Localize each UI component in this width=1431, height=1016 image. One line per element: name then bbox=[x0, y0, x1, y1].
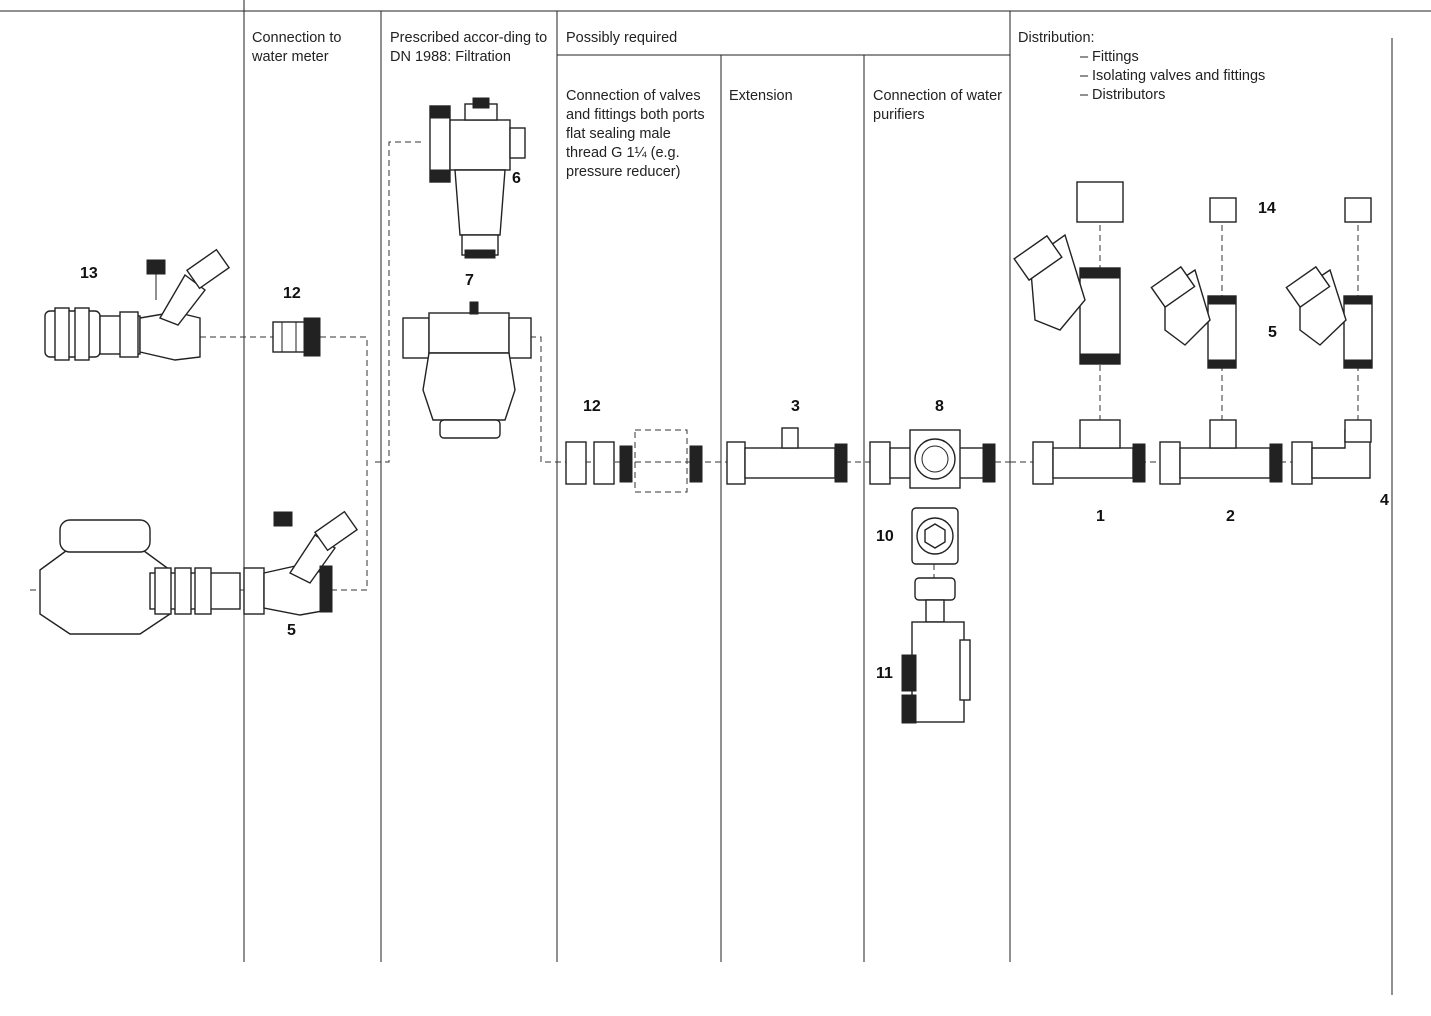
distributor-2-icon bbox=[1159, 419, 1283, 485]
label-7: 7 bbox=[465, 272, 474, 289]
distribution-item: Fittings bbox=[1080, 48, 1388, 67]
water-meter-icon bbox=[39, 519, 241, 635]
header-valve-connection: Connection of valves and fittings both p… bbox=[566, 88, 705, 180]
label-12-meter: 12 bbox=[283, 285, 301, 302]
distributor-4-icon bbox=[1291, 419, 1372, 485]
header-water-meter: Connection to water meter bbox=[252, 30, 342, 65]
header-filtration: Prescribed accor-ding to DN 1988: Filtra… bbox=[390, 30, 548, 65]
valve-13-icon bbox=[44, 248, 231, 361]
table-grid bbox=[0, 0, 1431, 995]
header-possibly-required: Possibly required bbox=[566, 30, 678, 46]
distribution-title: Distribution: bbox=[1018, 30, 1095, 46]
label-10: 10 bbox=[876, 528, 894, 545]
header-extension: Extension bbox=[729, 88, 793, 104]
header-water-purifiers: Connection of water purifiers bbox=[873, 88, 1002, 123]
label-11: 11 bbox=[876, 665, 893, 682]
distribution-item: Distributors bbox=[1080, 86, 1388, 105]
nipples-12-icon bbox=[565, 429, 703, 493]
label-8: 8 bbox=[935, 398, 944, 415]
label-2: 2 bbox=[1226, 508, 1235, 525]
label-14: 14 bbox=[1258, 200, 1276, 217]
adapter-11-icon bbox=[901, 577, 971, 724]
distribution-valves-icon bbox=[1013, 233, 1373, 369]
label-5-distribution: 5 bbox=[1268, 324, 1277, 341]
distributor-1-icon bbox=[1032, 419, 1146, 485]
dashed-flow-lines bbox=[30, 141, 1370, 720]
label-12-required: 12 bbox=[583, 398, 601, 415]
label-4: 4 bbox=[1380, 492, 1389, 509]
distribution-item: Isolating valves and fittings bbox=[1080, 67, 1388, 86]
distribution-list: Fittings Isolating valves and fittings D… bbox=[1080, 48, 1388, 105]
label-5-meter: 5 bbox=[287, 622, 296, 639]
filter-6-icon bbox=[429, 97, 526, 259]
valve-5-left-icon bbox=[243, 510, 359, 616]
label-1: 1 bbox=[1096, 508, 1105, 525]
label-13: 13 bbox=[80, 265, 98, 282]
purifier-connection-8-icon bbox=[869, 429, 996, 489]
nipple-12-icon bbox=[272, 317, 321, 357]
extension-3-icon bbox=[726, 427, 848, 485]
filter-7-icon bbox=[402, 301, 532, 439]
flange-10-icon bbox=[911, 507, 959, 565]
caps-icon bbox=[1076, 181, 1372, 223]
label-6: 6 bbox=[512, 170, 521, 187]
header-distribution: Distribution: Fittings Isolating valves … bbox=[1018, 29, 1388, 105]
label-3: 3 bbox=[791, 398, 800, 415]
